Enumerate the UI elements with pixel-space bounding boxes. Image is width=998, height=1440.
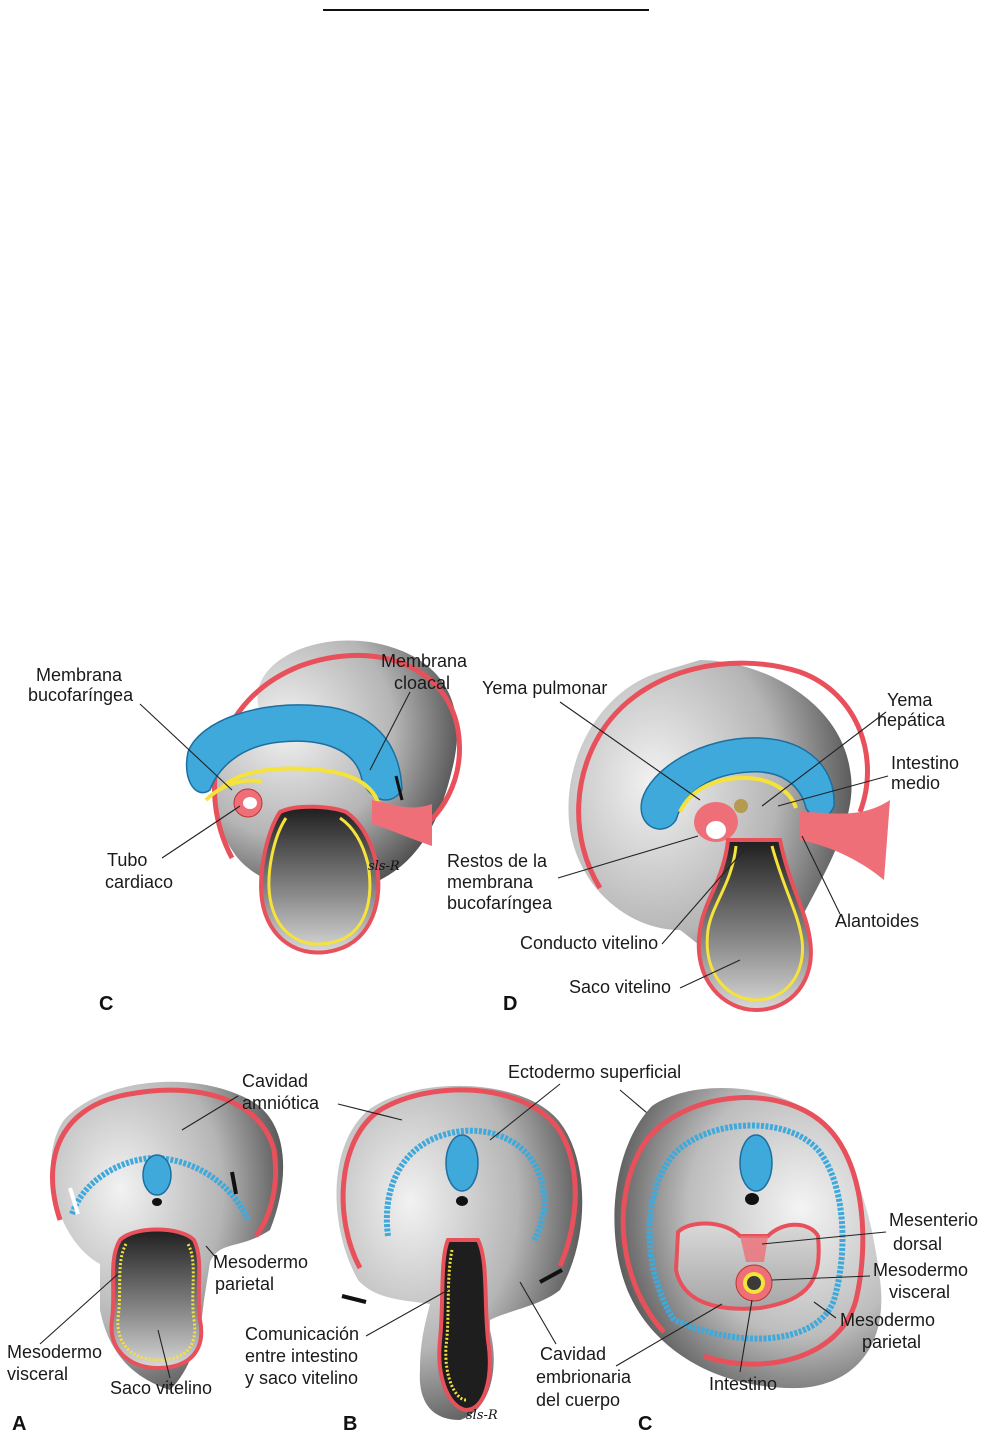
label-mesodermo-parietal-c2-2: parietal: [862, 1332, 921, 1352]
yolk-sac-c: [259, 804, 381, 955]
label-cavidad-amniotica-2: amniótica: [242, 1093, 320, 1113]
liver-bud: [734, 799, 748, 813]
allantois-stalk: [372, 800, 432, 846]
ectoderm-a: [69, 1154, 251, 1222]
label-cavidad-embrionaria: Cavidad: [540, 1344, 606, 1364]
label-mesenterio-dorsal: Mesenterio: [889, 1210, 978, 1230]
label-tubo-cardiaco: Tubo: [107, 850, 147, 870]
label-membrana-cloacal-2: cloacal: [394, 673, 450, 693]
labels-panel-a: Cavidad amniótica Mesodermo parietal Mes…: [7, 1071, 320, 1435]
ectoderm-b: [383, 1127, 548, 1242]
yolk-sac-a: [109, 1227, 204, 1371]
label-cavidad-embrionaria-2: embrionaria: [536, 1367, 632, 1387]
amnion-outline-d: [576, 660, 870, 890]
label-alantoides: Alantoides: [835, 911, 919, 931]
allantois-d: [800, 800, 890, 880]
panel-letter-c-upper: C: [99, 993, 113, 1015]
signature-c: sls-R: [368, 859, 400, 874]
gut-endoderm: [204, 766, 382, 813]
panel-letter-c-lower: C: [638, 1413, 652, 1435]
label-saco-vitelino-d: Saco vitelino: [569, 977, 671, 997]
label-mesodermo-parietal-c2: Mesodermo: [840, 1310, 935, 1330]
neural-tube-a: [142, 1154, 172, 1196]
label-mesodermo-visceral-a: Mesodermo: [7, 1342, 102, 1362]
label-ectodermo-superficial: Ectodermo superficial: [508, 1062, 681, 1082]
label-cavidad-amniotica: Cavidad: [242, 1071, 308, 1091]
gut-stalk-b: [437, 1238, 492, 1413]
label-intestino-medio: Intestino: [891, 753, 959, 773]
ectoderm-c2: [646, 1122, 846, 1342]
label-yema-pulmonar: Yema pulmonar: [482, 678, 607, 698]
label-yema-hepatica: Yema: [887, 690, 933, 710]
label-membrana-bucofaringea-2: bucofaríngea: [28, 685, 134, 705]
label-tubo-cardiaco-2: cardiaco: [105, 872, 173, 892]
panel-letter-b: B: [343, 1413, 357, 1435]
label-restos-2: membrana: [447, 872, 534, 892]
label-yema-hepatica-2: hepática: [877, 710, 946, 730]
label-membrana-cloacal: Membrana: [381, 651, 468, 671]
label-restos-3: bucofaríngea: [447, 893, 553, 913]
signature-b: sls-R: [466, 1408, 498, 1423]
diagram-panel-d: [568, 660, 890, 1013]
labels-panel-b: Ectodermo superficial Comunicación entre…: [245, 1062, 687, 1435]
label-mesodermo-visceral-a-2: visceral: [7, 1364, 68, 1384]
amnion-a: [50, 1087, 279, 1238]
diagram-panel-b: [336, 1085, 583, 1420]
amnion-c2: [620, 1095, 866, 1367]
neural-tube-d: [640, 737, 835, 830]
diagram-panel-a: [50, 1081, 284, 1390]
label-mesodermo-visceral-c2: Mesodermo: [873, 1260, 968, 1280]
labels-panel-d: Yema pulmonar Yema hepática Intestino me…: [447, 678, 959, 1015]
labels-panel-c-lower: Mesenterio dorsal Mesodermo visceral Mes…: [615, 1210, 978, 1435]
label-conducto-vitelino: Conducto vitelino: [520, 933, 658, 953]
diagram-panel-c-lower: [614, 1087, 882, 1389]
neural-tube-c2: [739, 1134, 773, 1192]
label-mesodermo-visceral-c2-2: visceral: [889, 1282, 950, 1302]
label-mesodermo-parietal-a-2: parietal: [215, 1274, 274, 1294]
label-comunicacion: Comunicación: [245, 1324, 359, 1344]
label-saco-vitelino-a: Saco vitelino: [110, 1378, 212, 1398]
labels-panel-c-upper: Membrana bucofaríngea Membrana cloacal T…: [28, 651, 468, 1015]
label-cavidad-embrionaria-3: del cuerpo: [536, 1390, 620, 1410]
neural-tube-b: [445, 1134, 479, 1192]
diagram-panel-c-upper: [185, 640, 462, 955]
label-mesenterio-dorsal-2: dorsal: [893, 1234, 942, 1254]
label-comunicacion-2: entre intestino: [245, 1346, 358, 1366]
label-membrana-bucofaringea: Membrana: [36, 665, 123, 685]
amnion-b: [340, 1087, 578, 1270]
label-intestino: Intestino: [709, 1374, 777, 1394]
panel-letter-a: A: [12, 1413, 26, 1435]
label-mesodermo-parietal-a: Mesodermo: [213, 1252, 308, 1272]
panel-letter-d: D: [503, 993, 517, 1015]
label-comunicacion-3: y saco vitelino: [245, 1368, 358, 1388]
label-intestino-medio-2: medio: [891, 773, 940, 793]
label-restos: Restos de la: [447, 851, 548, 871]
